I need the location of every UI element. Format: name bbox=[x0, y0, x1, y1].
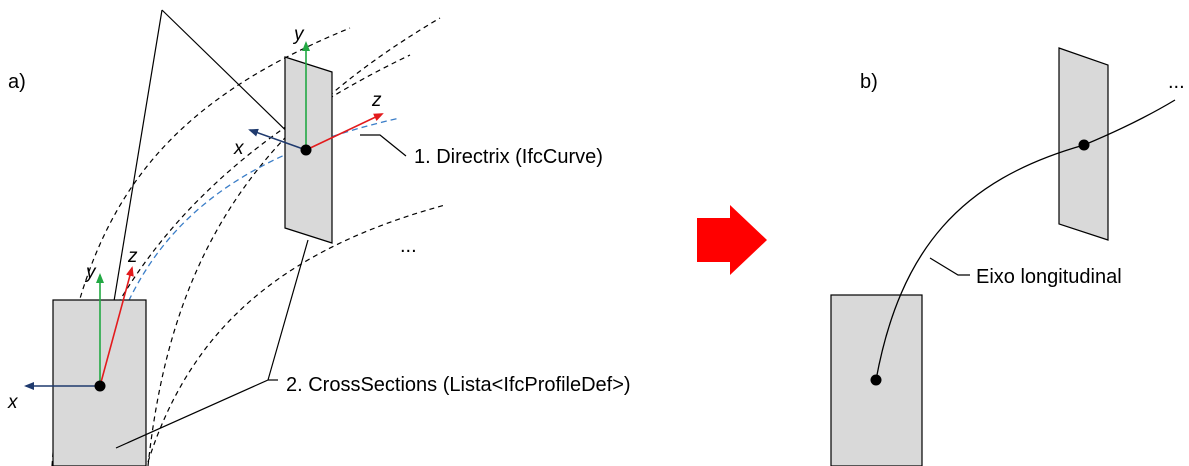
panel-b: b) Eixo longitudinal ... bbox=[830, 47, 1185, 466]
axis-leader-line bbox=[929, 257, 970, 276]
transition-arrow-icon bbox=[697, 205, 767, 275]
z-axis-label-near: z bbox=[127, 246, 138, 267]
panel-b-label: b) bbox=[860, 71, 878, 93]
envelope-dashed-line bbox=[54, 54, 411, 463]
directrix-leader-line bbox=[360, 134, 407, 157]
envelope-dashed-line bbox=[147, 17, 441, 466]
directrix-label: 1. Directrix (IfcCurve) bbox=[414, 146, 603, 168]
section-point-near bbox=[870, 374, 882, 386]
panel-a: a) y z x y z x 1. Directrix bbox=[7, 9, 631, 466]
longitudinal-axis-label: Eixo longitudinal bbox=[976, 266, 1122, 288]
y-axis-label-far: y bbox=[292, 24, 305, 45]
leader-line bbox=[161, 9, 307, 151]
origin-point-far bbox=[300, 144, 312, 156]
origin-point-near bbox=[94, 380, 106, 392]
cross-sections-label: 2. CrossSections (Lista<IfcProfileDef>) bbox=[286, 374, 631, 396]
longitudinal-axis-curve bbox=[875, 99, 1176, 381]
z-axis-label-far: z bbox=[371, 90, 382, 111]
section-point-far bbox=[1078, 139, 1090, 151]
continuation-ellipsis-a: ... bbox=[400, 235, 417, 257]
y-axis-label-near: y bbox=[84, 262, 97, 283]
z-axis-near bbox=[99, 266, 134, 387]
x-axis-label-near: x bbox=[7, 392, 19, 413]
continuation-ellipsis-b: ... bbox=[1168, 71, 1185, 93]
x-axis-far bbox=[248, 128, 307, 151]
panel-a-label: a) bbox=[8, 71, 26, 93]
x-axis-label-far: x bbox=[233, 138, 245, 159]
envelope-dashed-line bbox=[147, 204, 446, 463]
z-axis-far bbox=[305, 113, 384, 151]
